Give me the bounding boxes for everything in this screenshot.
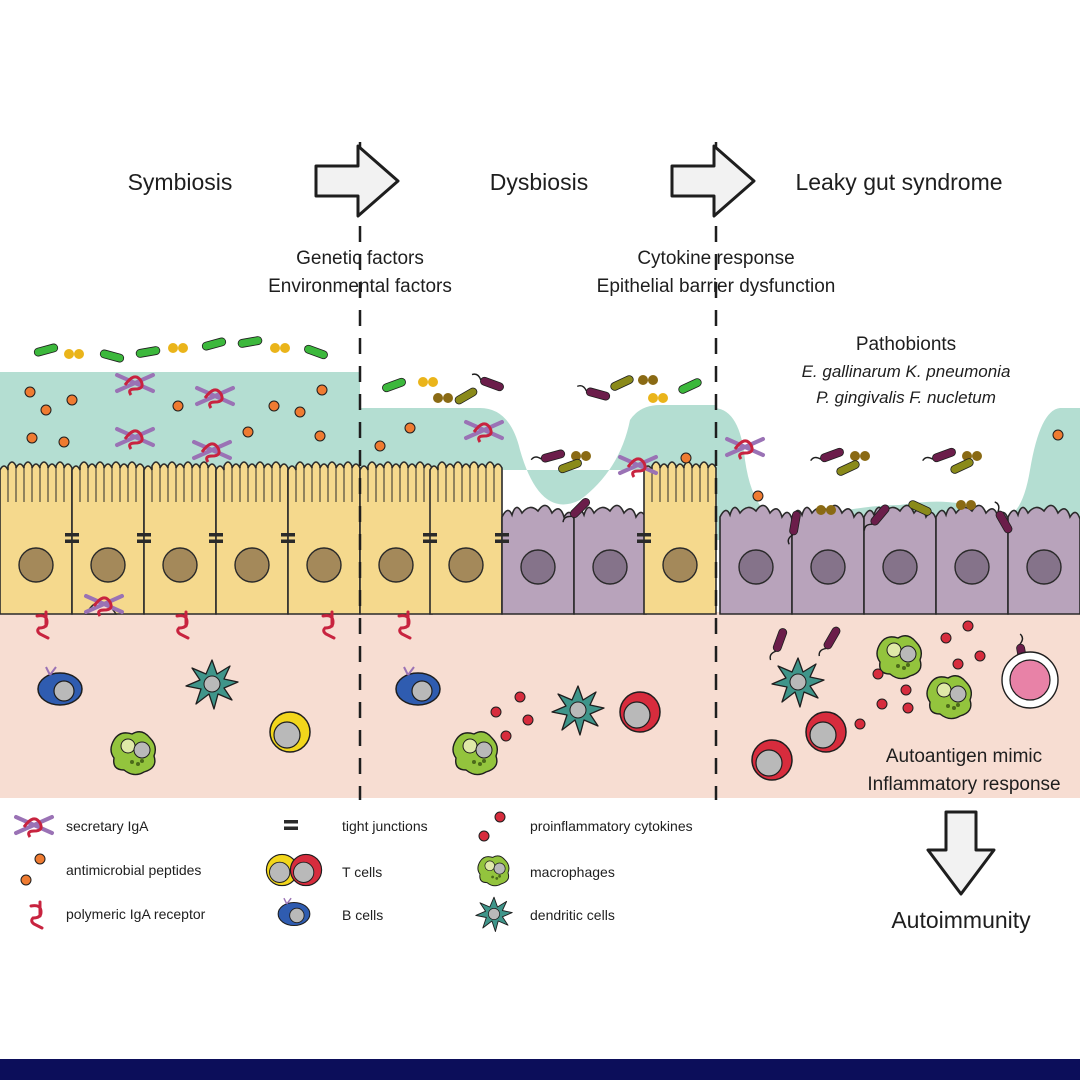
legend-bcells-icon: [277, 897, 311, 927]
legend-pigr-label: polymeric IgA receptor: [66, 906, 206, 922]
factor-cytokine: Cytokine response: [637, 248, 794, 269]
legend-cytokines-icon: [478, 811, 506, 842]
legend-peptides-icon: [20, 853, 46, 886]
factor-barrier: Epithelial barrier dysfunction: [597, 276, 836, 297]
factor-environmental: Environmental factors: [268, 276, 452, 297]
legend-tj-label: tight junctions: [342, 818, 428, 834]
outcome-inflammatory: Inflammatory response: [867, 774, 1060, 795]
legend-iga-icon: [14, 815, 54, 839]
legend-iga-label: secretary IgA: [66, 818, 149, 834]
mucus-layer-symbiosis: [0, 372, 360, 470]
legend-cytokines-label: proinflammatory cytokines: [530, 818, 693, 834]
mucus-layer-dysbiosis: [360, 405, 715, 505]
lamina-propria: [0, 612, 1080, 798]
epithelium-symbiosis: [0, 461, 361, 615]
stage-dysbiosis: Dysbiosis: [490, 169, 588, 195]
legend-dendritic-label: dendritic cells: [530, 907, 615, 923]
outcome-autoantigen: Autoantigen mimic: [886, 746, 1042, 767]
legend-bcells-label: B cells: [342, 907, 383, 923]
legend-tcells-label: T cells: [342, 864, 382, 880]
legend-tj-icon: [284, 820, 298, 830]
pathobionts-line1: E. gallinarum K. pneumonia: [802, 362, 1011, 381]
stage-leaky-gut: Leaky gut syndrome: [795, 169, 1002, 195]
antimicrobial-peptides: [24, 384, 1064, 502]
bottom-bar: [0, 1059, 1080, 1080]
arrow-right-1: [314, 144, 400, 218]
legend-dendritic-icon: [475, 896, 513, 932]
factor-genetic: Genetic factors: [296, 248, 424, 269]
legend-peptides-label: antimicrobial peptides: [66, 862, 201, 878]
legend-tcells-icon-red: [289, 853, 323, 887]
pathobionts-title: Pathobionts: [856, 334, 956, 355]
legend: secretary IgA antimicrobial peptides pol…: [14, 811, 693, 932]
proinflammatory-cytokines: [490, 620, 986, 742]
epithelium-leaky-gut: [719, 504, 1080, 615]
pathobionts-line2: P. gingivalis F. nucletum: [816, 388, 996, 407]
legend-macrophage-label: macrophages: [530, 864, 615, 880]
legend-pigr-icon: [29, 900, 44, 930]
immune-cells: [37, 635, 1059, 781]
arrow-down: [926, 810, 996, 896]
arrow-right-2: [670, 144, 756, 218]
stage-symbiosis: Symbiosis: [128, 169, 233, 195]
legend-macrophage-icon: [477, 855, 510, 887]
outcome-autoimmunity: Autoimmunity: [891, 907, 1031, 933]
